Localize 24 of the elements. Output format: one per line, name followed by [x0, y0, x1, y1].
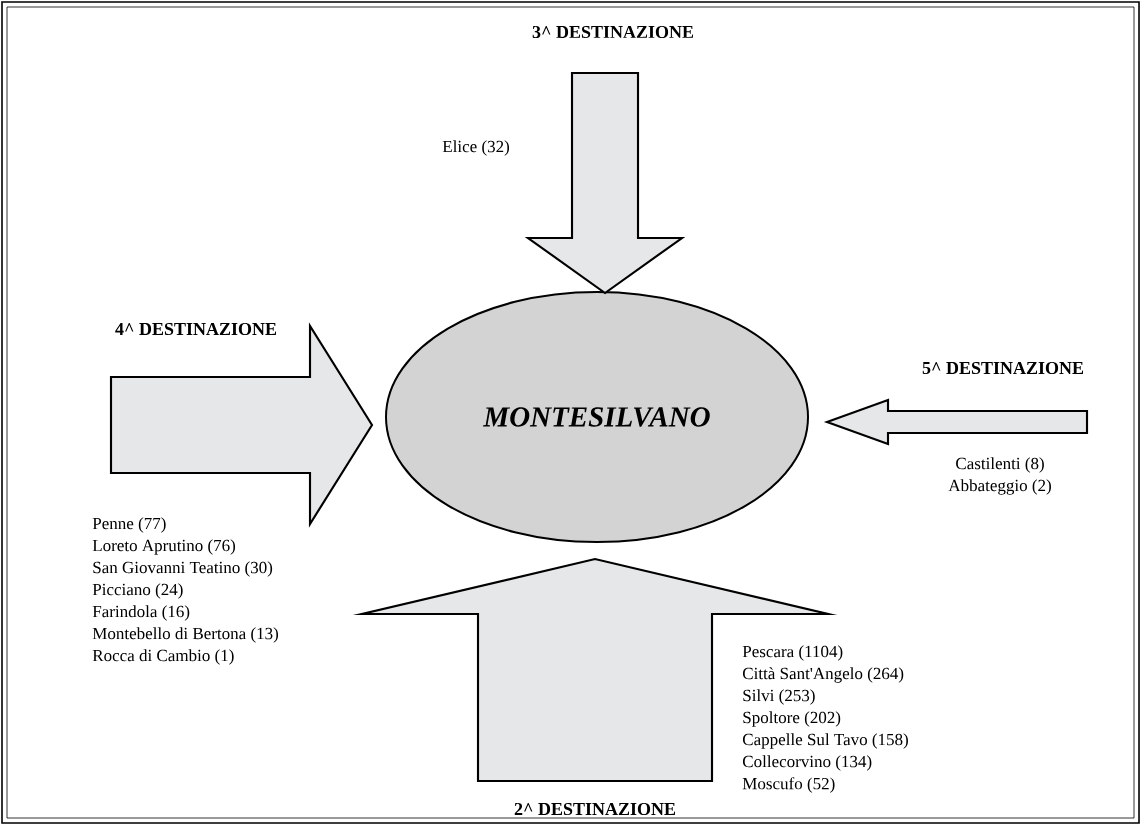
place-label: Spoltore (202) [743, 711, 841, 727]
place-label: Moscufo (52) [742, 777, 835, 793]
block-arrow [109, 322, 374, 528]
place-label: Cappelle Sul Tavo (158) [742, 733, 908, 749]
destination-heading: 3^ DESTINAZIONE [532, 25, 694, 39]
place-label: Picciano (24) [92, 583, 183, 599]
block-arrow [823, 398, 1089, 446]
place-label: Castilenti (8) [956, 457, 1044, 473]
destination-heading: 2^ DESTINAZIONE [514, 802, 676, 816]
place-label: Silvi (253) [743, 689, 815, 705]
place-label: Elice (32) [442, 140, 510, 156]
place-label: Rocca di Cambio (1) [92, 649, 234, 665]
place-label: Farindola (16) [92, 605, 190, 621]
place-label: Pescara (1104) [742, 645, 843, 661]
place-label: Città Sant'Angelo (264) [742, 667, 904, 683]
place-label: Collecorvino (134) [742, 755, 872, 771]
place-label: Penne (77) [92, 517, 166, 533]
place-label: Loreto Aprutino (76) [92, 539, 236, 555]
destination-heading: 5^ DESTINAZIONE [922, 361, 1084, 375]
place-label: Montebello di Bertona (13) [92, 627, 279, 643]
destination-heading: 4^ DESTINAZIONE [115, 322, 277, 336]
place-label: Abbateggio (2) [948, 479, 1051, 495]
place-label: San Giovanni Teatino (30) [93, 561, 273, 577]
block-arrow [524, 71, 686, 295]
